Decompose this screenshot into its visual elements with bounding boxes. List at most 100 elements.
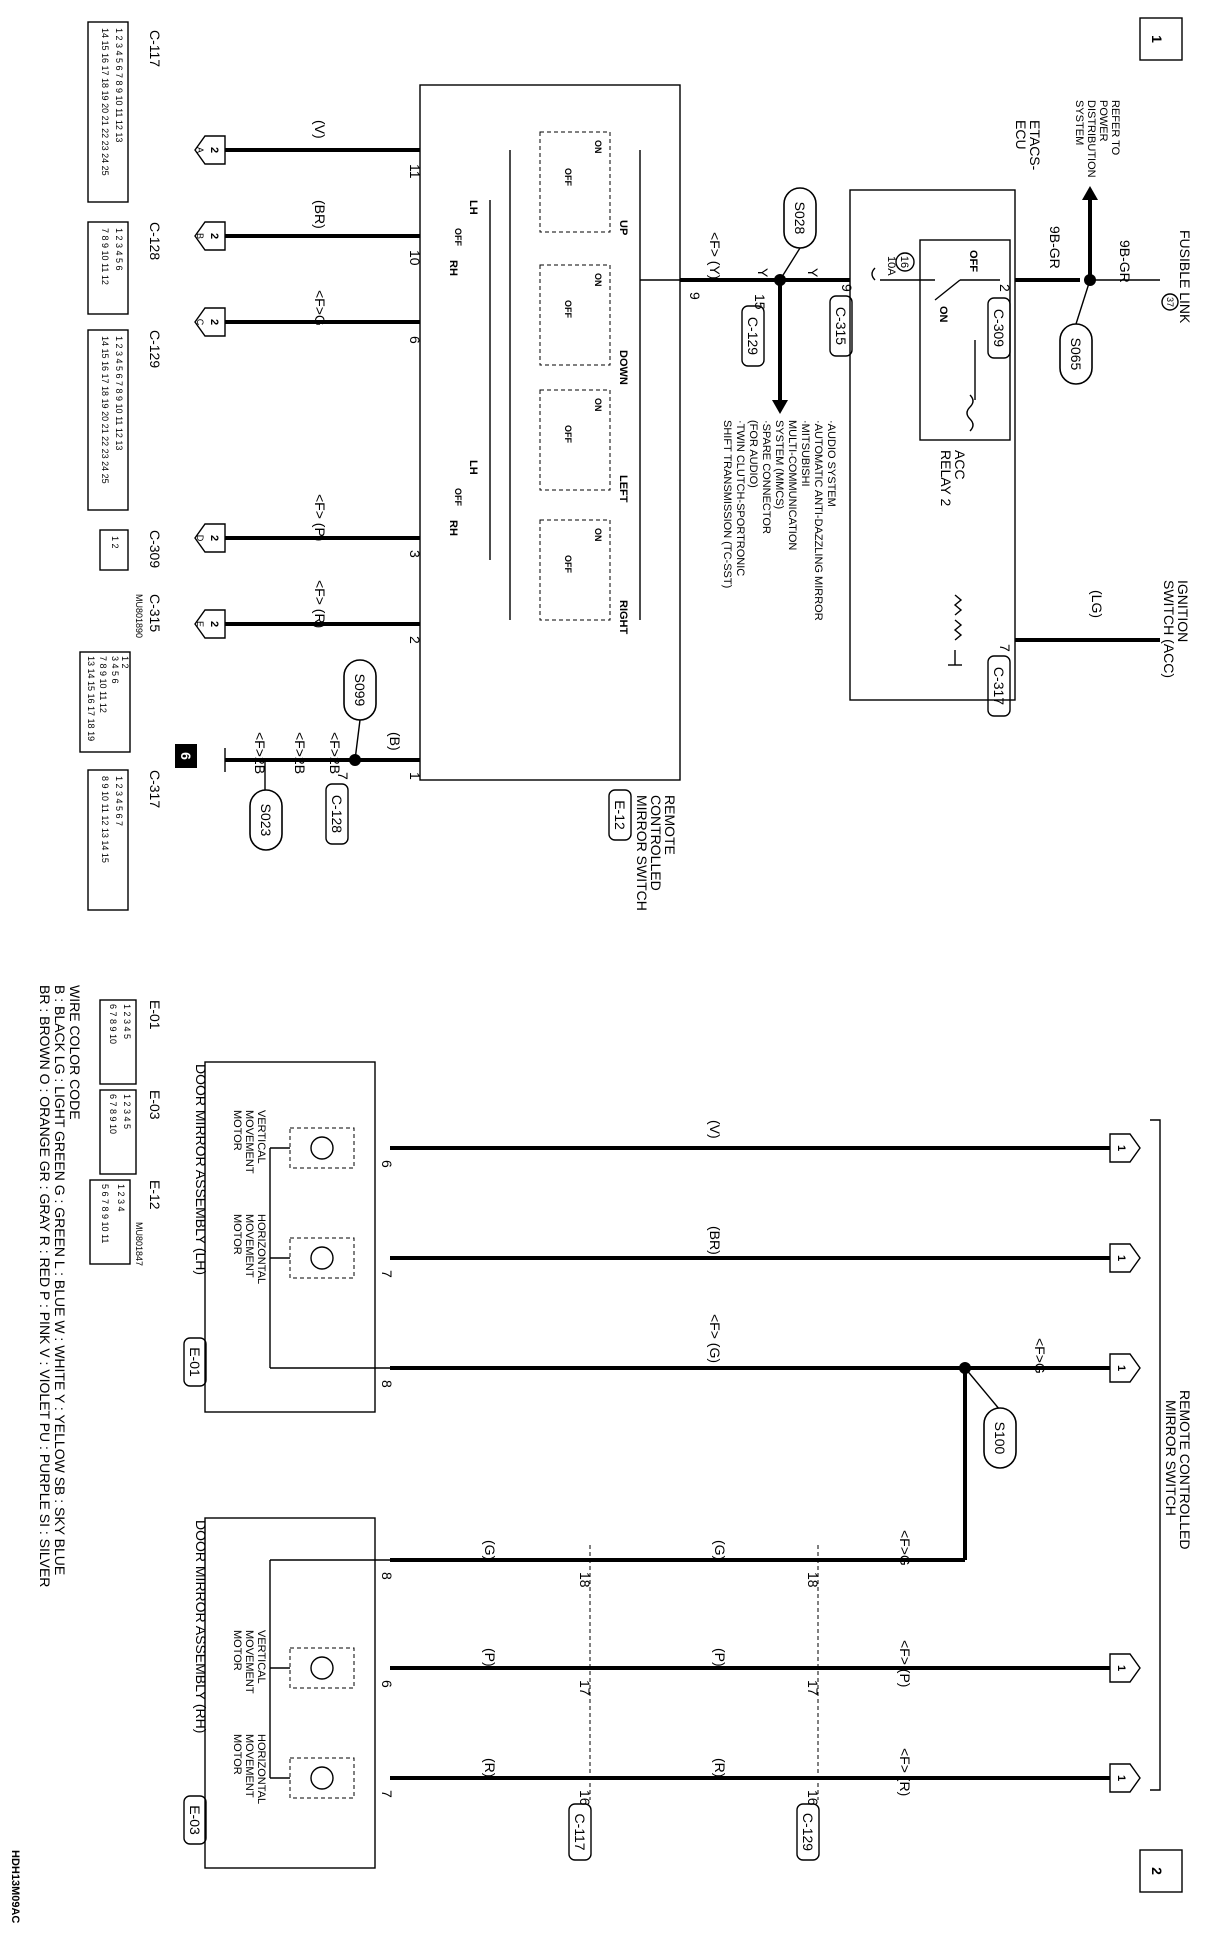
conn-e12-label: E-12 bbox=[147, 1180, 163, 1210]
bottom-wire-v: (V) bbox=[707, 1120, 723, 1139]
conn-c129-label: C-129 bbox=[147, 330, 163, 368]
page-number-2: 2 bbox=[1149, 1867, 1165, 1875]
relay-coil bbox=[966, 394, 974, 432]
power-dist-arrow bbox=[1082, 186, 1098, 200]
conn-c315-part: MU801890 bbox=[134, 594, 144, 638]
in-connector-d: 1 bbox=[1109, 1653, 1141, 1683]
ground-label: 6 bbox=[178, 752, 194, 760]
lh-vert-3: MOTOR bbox=[231, 1110, 243, 1151]
wire-y-2: Y bbox=[755, 268, 771, 278]
fuse-amperage: 10A bbox=[885, 256, 897, 276]
acc-relay-label-2: RELAY 2 bbox=[938, 450, 954, 507]
bottom-wire-fr: <F> (R) bbox=[897, 1748, 913, 1796]
conn-c315-row2: 3 4 5 6 bbox=[110, 656, 120, 684]
conn-c129-row1: 1 2 3 4 5 6 7 8 9 10 11 12 13 bbox=[114, 336, 124, 450]
switch-up-label: UP bbox=[617, 220, 629, 235]
c129-pin-16: 16 bbox=[805, 1790, 821, 1806]
wire-label-br: (BR) bbox=[312, 200, 328, 229]
fuse-number-circle bbox=[895, 252, 915, 272]
c129-tag: C-129 bbox=[745, 317, 761, 355]
c117-bottom-tag: C-117 bbox=[572, 1813, 588, 1850]
fusible-link-number: 37 bbox=[1165, 297, 1175, 307]
conn-e12-face bbox=[89, 1179, 131, 1265]
conn-e01-row1: 1 2 3 4 5 bbox=[122, 1004, 132, 1039]
c309-tag: C-309 bbox=[991, 309, 1007, 347]
conn-e12-part: MU801847 bbox=[134, 1222, 144, 1266]
conn-c129-row2: 14 15 16 17 18 19 20 21 22 23 24 25 bbox=[100, 336, 110, 484]
selector-rh-2: RH bbox=[447, 520, 459, 536]
fusible-link-num-circle bbox=[1161, 293, 1179, 311]
bottom-wire-g1: (G) bbox=[712, 1540, 728, 1560]
lh-horizontal-motor-frame bbox=[289, 1237, 355, 1279]
bottom-wire-p2: (P) bbox=[482, 1648, 498, 1667]
svg-text:1: 1 bbox=[1115, 1255, 1127, 1261]
acc-relay-box bbox=[919, 239, 1011, 441]
audio-branch-arrow bbox=[772, 400, 788, 414]
audio-item: ·TWIN CLUTCH-SPORTRONIC bbox=[734, 420, 746, 576]
rh-pin-7: 7 bbox=[379, 1790, 395, 1798]
page-number-1: 1 bbox=[1149, 35, 1165, 43]
conn-e03-label: E-03 bbox=[147, 1090, 163, 1120]
rh-assembly-label: DOOR MIRROR ASSEMBLY (RH) bbox=[193, 1520, 209, 1733]
c129-pin-17: 17 bbox=[805, 1680, 821, 1696]
s028-leader bbox=[779, 247, 801, 281]
refer-to-text: REFER TO bbox=[1109, 100, 1121, 156]
lh-pin-8: 8 bbox=[379, 1380, 395, 1388]
wire-label-f2b-3: <F>2B bbox=[252, 732, 268, 774]
conn-c117-row2: 14 15 16 17 18 19 20 21 22 23 24 25 bbox=[100, 28, 110, 176]
bottom-wire-r1: (R) bbox=[712, 1758, 728, 1777]
lh-pin-6: 6 bbox=[379, 1160, 395, 1168]
ignition-label-2: SWITCH (ACC) bbox=[1161, 580, 1177, 678]
conn-c117-row1: 1 2 3 4 5 6 7 8 9 10 11 12 13 bbox=[114, 28, 124, 142]
bottom-wire-fg-2: <F>G bbox=[1032, 1338, 1048, 1374]
power-dist-3: SYSTEM bbox=[1073, 100, 1085, 145]
wire-color-legend: WIRE COLOR CODE B : BLACK LG : LIGHT GRE… bbox=[37, 985, 83, 1587]
relay-off-label: OFF bbox=[967, 250, 979, 272]
switch-bracket bbox=[1150, 1119, 1161, 1791]
wire-9bgr-top: 9B-GR bbox=[1117, 240, 1133, 283]
s065-pill bbox=[1059, 323, 1093, 385]
conn-c309-pins: 1 2 bbox=[110, 536, 120, 549]
connector-faces-top: C-117 1 2 3 4 5 6 7 8 9 10 11 12 13 14 1… bbox=[79, 21, 163, 911]
switch-pin-6: 6 bbox=[407, 336, 423, 344]
s065-leader bbox=[1075, 279, 1091, 325]
in-connector-e: 1 bbox=[1109, 1763, 1141, 1793]
audio-item: MULTI-COMMUNICATION bbox=[786, 420, 798, 550]
e12-tag-box bbox=[608, 789, 632, 841]
rh-horiz-1: HORIZONTAL bbox=[255, 1734, 267, 1804]
in-connector-c: 1 bbox=[1109, 1353, 1141, 1383]
conn-c315-row3: 7 8 9 10 11 12 bbox=[98, 656, 108, 713]
lh-horiz-1: HORIZONTAL bbox=[255, 1214, 267, 1284]
svg-text:E: E bbox=[195, 621, 205, 627]
s099-pill bbox=[343, 659, 377, 721]
c128-tag: C-128 bbox=[329, 795, 345, 833]
off-page-connector-a: 2 A bbox=[194, 135, 226, 165]
c117-pin-16: 16 bbox=[577, 1790, 593, 1806]
lh-assembly-box bbox=[204, 1061, 376, 1413]
etacs-pin-2: 2 bbox=[997, 284, 1013, 292]
switch-pin-1: 1 bbox=[407, 772, 423, 780]
switch-up-on: ON bbox=[593, 140, 603, 154]
c129-pin-18: 18 bbox=[805, 1572, 821, 1588]
audio-item: SYSTEM (MMCS) bbox=[773, 420, 785, 509]
conn-c317-face bbox=[87, 769, 129, 911]
conn-e03-row1: 1 2 3 4 5 bbox=[122, 1094, 132, 1129]
switch-pin-11: 11 bbox=[407, 164, 423, 179]
audio-item: ·AUDIO SYSTEM bbox=[825, 420, 837, 507]
wire-lg: (LG) bbox=[1089, 590, 1105, 618]
page-number-box-2 bbox=[1139, 1849, 1183, 1893]
bottom-wire-fg: <F> (G) bbox=[707, 1314, 723, 1363]
conn-c128-label: C-128 bbox=[147, 222, 163, 260]
conn-e01-face bbox=[99, 999, 137, 1085]
svg-text:1: 1 bbox=[1115, 1145, 1127, 1151]
wire-label-fg: <F>G bbox=[312, 290, 328, 326]
lh-vert-1: VERTICAL bbox=[255, 1110, 267, 1164]
rh-vertical-motor-frame bbox=[289, 1647, 355, 1689]
ignition-label-1: IGNITION bbox=[1175, 580, 1191, 642]
conn-c315-label: C-315 bbox=[147, 594, 163, 632]
switch-left-label: LEFT bbox=[617, 475, 629, 503]
legend-row-1: B : BLACK LG : LIGHT GREEN G : GREEN L :… bbox=[52, 985, 68, 1575]
conn-c129-face bbox=[87, 329, 129, 511]
switch-right-on: ON bbox=[593, 528, 603, 542]
